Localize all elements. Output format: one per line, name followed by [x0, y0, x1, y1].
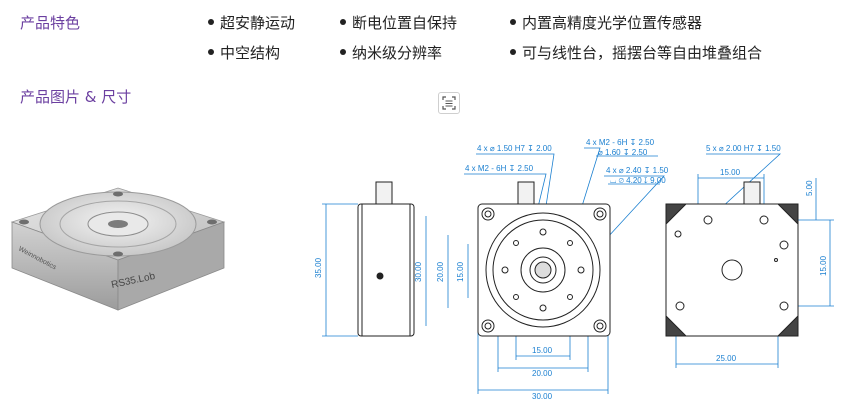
dim-back-right-5: 5.00: [805, 180, 814, 196]
scan-icon: [442, 96, 456, 110]
dim-hole-5: 4 x ⌀ 2.40 ↧ 1.50: [606, 166, 669, 175]
dim-back-right-15: 15.00: [819, 255, 828, 276]
dim-back-hole: 5 x ⌀ 2.00 H7 ↧ 1.50: [706, 144, 781, 153]
image-scan-button[interactable]: [438, 92, 460, 114]
bullet-icon: [340, 18, 346, 25]
bullet-icon: [510, 18, 516, 25]
dim-back-top-15: 15.00: [720, 168, 741, 177]
dim-hole-4: ⌀ 1.60 ↧ 2.50: [598, 148, 648, 157]
dim-front-15: 15.00: [456, 261, 465, 282]
dim-hole-1: 4 x ⌀ 1.50 H7 ↧ 2.00: [477, 144, 552, 153]
dim-hole-6: ⌴ ⌀ 4.20 ↧ 9.00: [610, 176, 666, 185]
feature-item: 断电位置自保持: [340, 12, 457, 33]
bullet-icon: [510, 48, 516, 55]
feature-item: 内置高精度光学位置传感器: [510, 12, 702, 33]
feature-item: 纳米级分辨率: [340, 42, 442, 63]
dim-bottom-15: 15.00: [532, 346, 553, 355]
dim-hole-3: 4 x M2 - 6H ↧ 2.50: [586, 138, 655, 147]
dim-front-20: 20.00: [436, 261, 445, 282]
bullet-icon: [208, 48, 214, 55]
dim-hole-2: 4 x M2 - 6H ↧ 2.50: [465, 164, 534, 173]
dim-front-30: 30.00: [414, 261, 423, 282]
feature-item: 超安静运动: [208, 12, 295, 33]
bullet-icon: [208, 18, 214, 25]
product-photo: RS35.Lob Weinnobotics: [10, 187, 226, 311]
feature-item: 可与线性台，摇摆台等自由堆叠组合: [510, 42, 762, 63]
dim-side-height: 35.00: [314, 257, 323, 278]
dim-bottom-30: 30.00: [532, 392, 553, 401]
features-title: 产品特色: [20, 14, 81, 32]
bullet-icon: [340, 48, 346, 55]
dimension-drawing: 35.00 30.00 20.00 15.00 15.00 20.00 30.0…: [314, 138, 834, 401]
dim-back-bottom-25: 25.00: [716, 354, 737, 363]
dim-bottom-20: 20.00: [532, 369, 553, 378]
feature-item: 中空结构: [208, 42, 280, 63]
images-title: 产品图片 & 尺寸: [20, 88, 132, 106]
